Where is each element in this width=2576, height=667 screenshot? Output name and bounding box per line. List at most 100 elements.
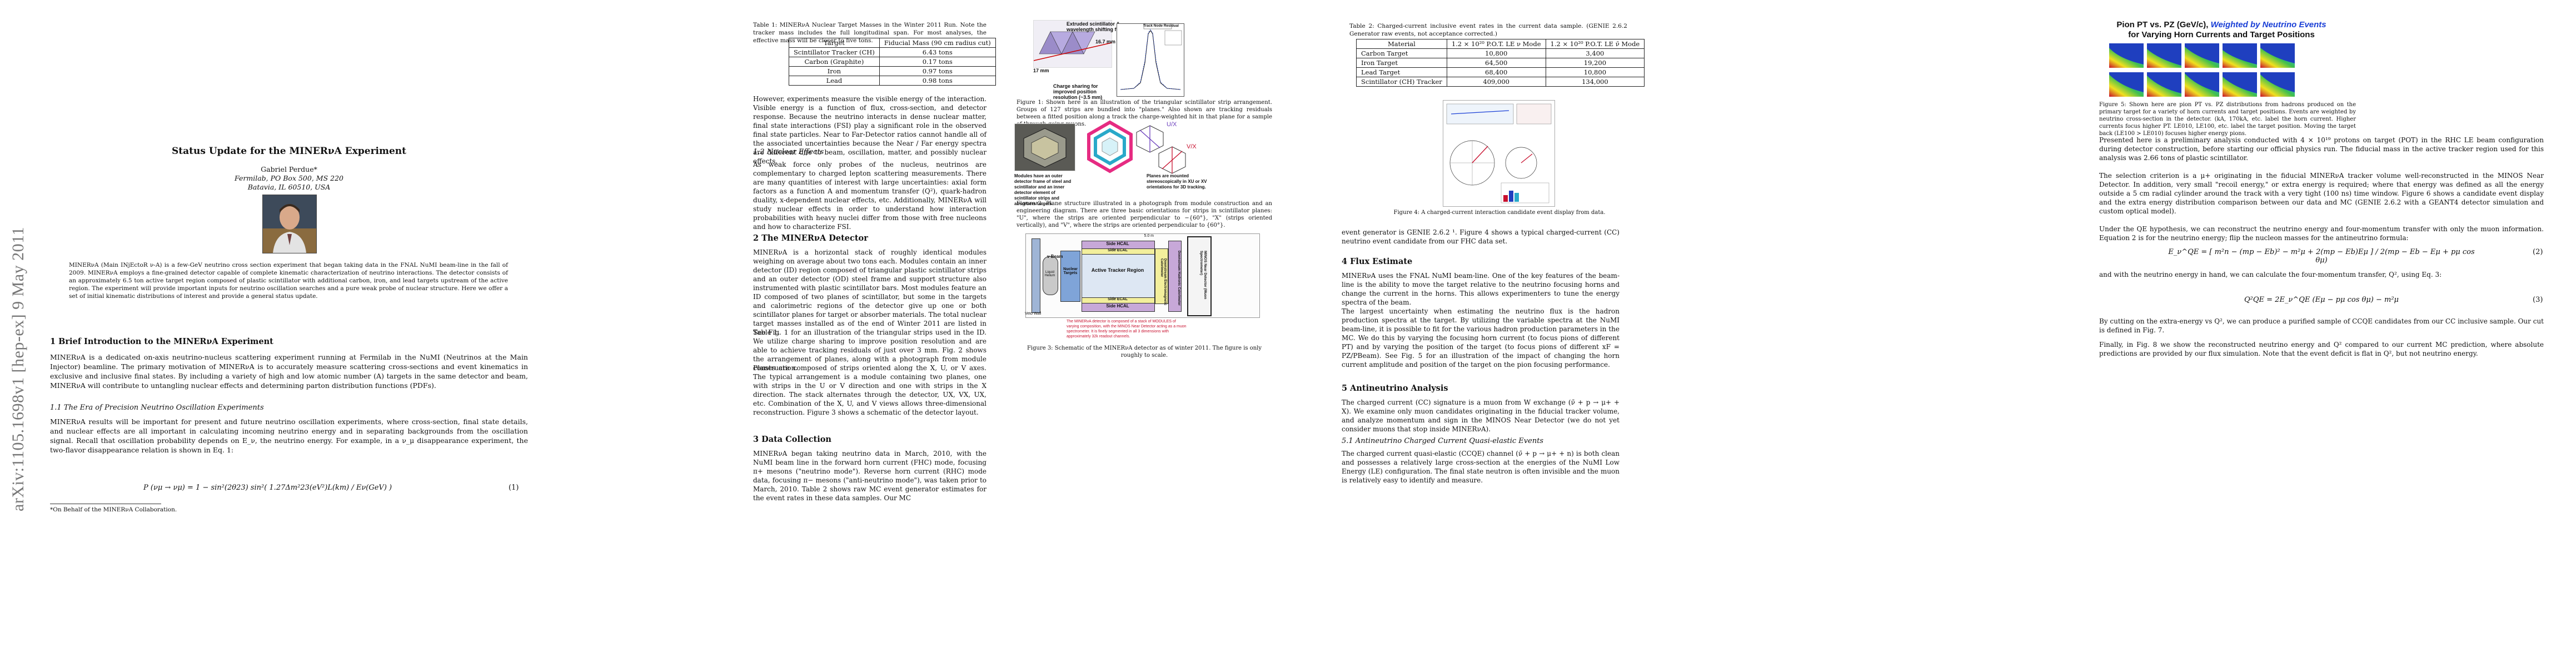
table-cell: 10,800 xyxy=(1545,67,1645,77)
nuclear-targets-region xyxy=(1060,251,1080,302)
paper-title: Status Update for the MINERνA Experiment xyxy=(171,146,407,157)
table-cell: 0.97 tons xyxy=(879,66,996,76)
table-1-header: Target xyxy=(789,38,880,48)
figure-2-caption: Figure 2: Plane structure illustrated in… xyxy=(1017,201,1272,228)
section-1-1-text: MINERνA results will be important for pr… xyxy=(50,417,528,454)
detector-text-3: Planes are composed of strips oriented a… xyxy=(753,364,986,416)
scintillator-strip-illustration xyxy=(1033,20,1112,68)
minos-near-detector xyxy=(1187,236,1212,316)
table-row: Iron 0.97 tons xyxy=(789,66,996,76)
author: Gabriel Perdue* xyxy=(261,165,317,173)
fig5-title-accent: Weighted by Neutrino Events xyxy=(2210,20,2326,29)
figure-5-caption: Figure 5: Shown here are pion PT vs. PZ … xyxy=(2099,102,2356,137)
table-cell: Lead Target xyxy=(1356,67,1447,77)
label-veto-wall: Veto Wall xyxy=(1025,312,1042,316)
equation-3: Q²QE = 2E_ν^QE (Eμ − pμ cos θμ) − m²μ xyxy=(2244,296,2399,304)
figure-3-caption: Figure 3: Schematic of the MINERνA detec… xyxy=(1027,345,1262,359)
table-row: Iron Target 64,500 19,200 xyxy=(1356,58,1645,68)
equation-1: P (νμ → νμ) = 1 − sin²(2θ23) sin²( 1.27Δ… xyxy=(143,484,392,492)
selection-text: The selection criterion is a μ+ originat… xyxy=(2099,172,2544,215)
table-cell: 68,400 xyxy=(1446,67,1546,77)
downstream-hcal xyxy=(1168,241,1182,312)
event-display xyxy=(1443,100,1555,207)
table-2-header: 1.2 × 10²⁰ P.O.T. LE ν Mode xyxy=(1446,39,1546,49)
page-4: Pion PT vs. PZ (GeV/c), Weighted by Neut… xyxy=(1932,0,2576,667)
pion-panel xyxy=(2147,43,2181,68)
label-downstream-hcal: Downstream Hadronic Calorimeter xyxy=(1177,251,1180,306)
ccqe-text: The charged current quasi-elastic (CCQE)… xyxy=(1342,450,1620,484)
table-cell: 64,500 xyxy=(1446,58,1546,68)
fig3-note: The MINERνA detector is composed of a st… xyxy=(1067,320,1187,339)
flux-text-1: MINERνA uses the FNAL NuMI beam-line. On… xyxy=(1342,272,1620,306)
active-tracker xyxy=(1082,254,1155,298)
pion-panel xyxy=(2223,72,2257,97)
table-cell: Carbon Target xyxy=(1356,48,1447,58)
label-liquid-helium: Liquid Helium xyxy=(1044,271,1055,277)
table-cell: 3,400 xyxy=(1545,48,1645,58)
module-photo xyxy=(1014,123,1075,171)
label-beam: ν Beam xyxy=(1047,254,1063,259)
detector-text-1: MINERνA is a horizontal stack of roughly… xyxy=(753,248,986,336)
section-4-heading: 4 Flux Estimate xyxy=(1342,257,1413,266)
table-2-caption: Table 2: Charged-current inclusive event… xyxy=(1349,23,1627,37)
plane-hexagon-diagram xyxy=(1083,120,1137,173)
label-side-ecal-bottom: Side ECAL xyxy=(1108,297,1128,301)
label-minos: MINOS Near Detector (Muon Spectrometer) xyxy=(1199,251,1207,300)
nuclear-text-1: However, experiments measure the visible… xyxy=(753,95,986,165)
section-3-heading: 3 Data Collection xyxy=(753,435,831,444)
section-2-heading: 2 The MINERνA Detector xyxy=(753,233,868,243)
section-1-heading: 1 Brief Introduction to the MINERνA Expe… xyxy=(50,337,273,346)
table-row: Lead Target 68,400 10,800 xyxy=(1356,67,1645,77)
page-3: Table 2: Charged-current inclusive event… xyxy=(1288,0,1932,667)
table-cell: Iron xyxy=(789,66,880,76)
data-collection-text: MINERνA began taking neutrino data in Ma… xyxy=(753,450,986,502)
side-hcal-bottom xyxy=(1082,303,1155,312)
generator-text: event generator is GENIE 2.6.2 ¹. Figure… xyxy=(1342,228,1620,245)
detector-schematic: Side HCAL Side ECAL Active Tracker Regio… xyxy=(1025,233,1260,318)
q2-intro-text: and with the neutrino energy in hand, we… xyxy=(2099,271,2442,278)
table-cell: 10,800 xyxy=(1446,48,1546,58)
fig5-title: Pion PT vs. PZ (GeV/c), Weighted by Neut… xyxy=(2099,20,2344,40)
figure-4-caption: Figure 4: A charged-current interaction … xyxy=(1393,210,1606,216)
fig2-planes-label: Planes are mounted stereoscopically in X… xyxy=(1147,173,1207,190)
section-5-heading: 5 Antineutrino Analysis xyxy=(1342,384,1448,393)
label-downstream-ecal: Downstream Electromagnetic Calorimeter xyxy=(1160,258,1167,306)
table-1-header: Fiducial Mass (90 cm radius cut) xyxy=(879,38,996,48)
label-side-hcal-bottom: Side HCAL xyxy=(1106,303,1129,308)
equation-1-number: (1) xyxy=(509,484,519,492)
table-cell: Carbon (Graphite) xyxy=(789,57,880,67)
table-row: Lead 0.98 tons xyxy=(789,76,996,86)
page-1: arXiv:1105.1698v1 [hep-ex] 9 May 2011 St… xyxy=(0,0,644,667)
arxiv-stamp: arXiv:1105.1698v1 [hep-ex] 9 May 2011 xyxy=(9,226,27,511)
qe-hypothesis-text: Under the QE hypothesis, we can reconstr… xyxy=(2099,225,2544,242)
table-cell: 0.17 tons xyxy=(879,57,996,67)
equation-2-number: (2) xyxy=(2533,248,2543,256)
affiliation-1: Fermilab, PO Box 500, MS 220 xyxy=(235,174,343,182)
table-cell: 0.98 tons xyxy=(879,76,996,86)
pion-panel xyxy=(2260,72,2295,97)
residual-plot-title: Track Node Residual xyxy=(1143,24,1179,28)
detector-text-2: See Fig. 1 for an illustration of the tr… xyxy=(753,328,986,372)
fig1-label-extruded: Extruded scintillator & wavelength shift… xyxy=(1067,21,1129,32)
pion-panel xyxy=(2109,72,2144,97)
table-2-header: 1.2 × 10²⁰ P.O.T. LE ν̄ Mode xyxy=(1545,39,1645,49)
table-cell: 134,000 xyxy=(1545,77,1645,87)
affiliation-2: Batavia, IL 60510, USA xyxy=(247,183,331,191)
table-cell: Iron Target xyxy=(1356,58,1447,68)
vx-plane-icon xyxy=(1155,145,1189,176)
fig5-title-line1: Pion PT vs. PZ (GeV/c), xyxy=(2116,20,2209,29)
downstream-ecal xyxy=(1155,248,1168,304)
pion-panel xyxy=(2109,43,2144,68)
footnote: *On Behalf of the MINERνA Collaboration. xyxy=(50,506,177,513)
table-row: Carbon (Graphite) 0.17 tons xyxy=(789,57,996,67)
author-photo xyxy=(262,195,317,253)
table-1: Target Fiducial Mass (90 cm radius cut) … xyxy=(789,38,996,86)
fig1-label-width: 16.7 mm xyxy=(1095,39,1116,44)
nuclear-text-2: As weak force only probes of the nucleus… xyxy=(753,161,986,231)
energy-comparison-text: Finally, in Fig. 8 we show the reconstru… xyxy=(2099,341,2544,357)
pion-panel xyxy=(2223,43,2257,68)
residual-plot xyxy=(1117,23,1184,97)
table-2-header: Material xyxy=(1356,39,1447,49)
page-2: Table 1: MINERνA Nuclear Target Masses i… xyxy=(644,0,1288,667)
table-cell: 19,200 xyxy=(1545,58,1645,68)
